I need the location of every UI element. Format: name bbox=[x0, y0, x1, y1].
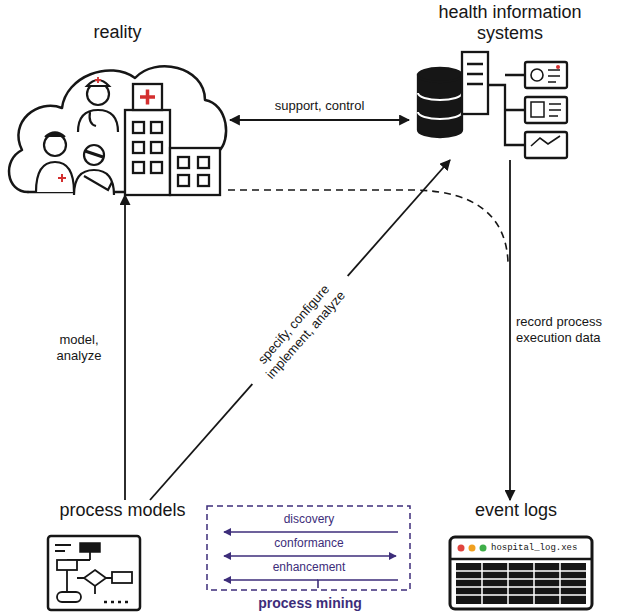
edge-label: support, control bbox=[230, 98, 410, 114]
doctor-figure bbox=[95, 77, 101, 83]
node-heading: reality bbox=[93, 22, 141, 43]
process-model-icon bbox=[48, 536, 140, 610]
mining-step: discovery bbox=[215, 513, 403, 527]
process-model-icon bbox=[57, 592, 81, 602]
process-model-icon bbox=[77, 578, 112, 594]
mining-arrows bbox=[318, 580, 398, 588]
nurse-figure bbox=[44, 134, 66, 156]
monitor-icons bbox=[525, 132, 567, 158]
monitor-icons bbox=[525, 62, 567, 158]
event-log-icon bbox=[469, 545, 476, 552]
nurse-figure bbox=[36, 133, 74, 193]
server-tower bbox=[462, 52, 488, 114]
process-model-icon bbox=[67, 552, 90, 592]
process-model-icon bbox=[48, 536, 140, 610]
process-model-icon bbox=[112, 572, 132, 583]
doctor-figure bbox=[90, 112, 96, 126]
patient-figure bbox=[84, 176, 112, 190]
monitor-icons bbox=[548, 70, 560, 82]
hospital-building bbox=[133, 142, 144, 153]
database-icon bbox=[418, 68, 462, 82]
patient-figure bbox=[74, 145, 114, 195]
node-heading: process mining bbox=[258, 595, 361, 611]
patient-figure bbox=[84, 145, 104, 165]
monitor-icons bbox=[531, 102, 544, 117]
process-model-icon bbox=[55, 545, 71, 551]
hospital-building bbox=[125, 84, 220, 195]
hospital-building bbox=[198, 175, 209, 186]
patient-figure bbox=[74, 170, 114, 195]
event-log-icon bbox=[450, 558, 592, 561]
event-log-icon bbox=[480, 545, 487, 552]
process-mining-frame bbox=[207, 506, 410, 590]
server-tower bbox=[462, 52, 525, 145]
reality-node: reality bbox=[5, 22, 230, 195]
flow-arrow bbox=[509, 160, 511, 500]
edge-label: record process execution data bbox=[516, 314, 608, 347]
hospital-building bbox=[133, 84, 162, 110]
hospital-building bbox=[170, 148, 220, 195]
hospital-building bbox=[151, 162, 162, 173]
nurse-figure bbox=[58, 174, 66, 182]
mining-arrows bbox=[224, 555, 396, 557]
nurse-figure bbox=[45, 133, 65, 138]
mining-arrows bbox=[224, 531, 398, 533]
dashed-trace bbox=[228, 190, 508, 262]
monitor-icons bbox=[549, 104, 561, 116]
hospital-building bbox=[133, 122, 144, 133]
doctor-figure bbox=[78, 77, 118, 132]
process-model-icon bbox=[84, 570, 106, 586]
hospital-building bbox=[178, 157, 189, 168]
node-heading: health information systems bbox=[413, 2, 607, 43]
doctor-figure bbox=[78, 110, 118, 132]
hospital-building bbox=[151, 122, 162, 133]
systems-node: health information systems bbox=[409, 2, 611, 160]
event-log-icon bbox=[458, 545, 465, 552]
hospital-building bbox=[198, 157, 209, 168]
server-tower bbox=[467, 64, 483, 84]
hospital-building bbox=[133, 162, 144, 173]
patient-figure bbox=[85, 151, 103, 157]
database-icon bbox=[418, 93, 462, 119]
models-node: process models bbox=[40, 500, 205, 612]
database-icon bbox=[418, 68, 462, 137]
hospital-building bbox=[140, 90, 155, 105]
mining-arrows bbox=[224, 579, 318, 581]
flow-arrow bbox=[150, 160, 450, 500]
edge-label: specify, configure implement, analyze bbox=[239, 265, 360, 396]
process-model-icon bbox=[104, 601, 128, 604]
monitor-icons bbox=[525, 97, 567, 123]
logs-node: event logs bbox=[430, 500, 602, 612]
event-log-icon bbox=[456, 563, 586, 604]
database-icon bbox=[418, 75, 462, 137]
hospital-building bbox=[178, 175, 189, 186]
process-model-icon bbox=[80, 543, 100, 552]
mining-step: enhancement bbox=[215, 561, 403, 575]
monitor-icons bbox=[531, 136, 560, 146]
server-tower bbox=[488, 75, 525, 145]
process-model-icon bbox=[57, 560, 77, 570]
hospital-building bbox=[151, 142, 162, 153]
monitor-icons bbox=[525, 62, 567, 88]
flow-arrow bbox=[124, 195, 126, 500]
event-log-icon bbox=[450, 537, 592, 609]
mining-step: conformance bbox=[215, 537, 403, 551]
node-heading: event logs bbox=[475, 500, 557, 521]
flow-arrow bbox=[230, 119, 409, 121]
hospital-building bbox=[125, 110, 170, 195]
file-name: hospital_log.xes bbox=[491, 543, 589, 553]
nurse-figure bbox=[36, 162, 74, 192]
monitor-icons bbox=[531, 69, 543, 81]
node-heading: process models bbox=[59, 500, 185, 521]
event-log-icon bbox=[450, 537, 592, 609]
edge-label: model, analyze bbox=[44, 331, 114, 364]
event-log-icon bbox=[456, 563, 586, 604]
monitor-icons bbox=[556, 65, 560, 69]
